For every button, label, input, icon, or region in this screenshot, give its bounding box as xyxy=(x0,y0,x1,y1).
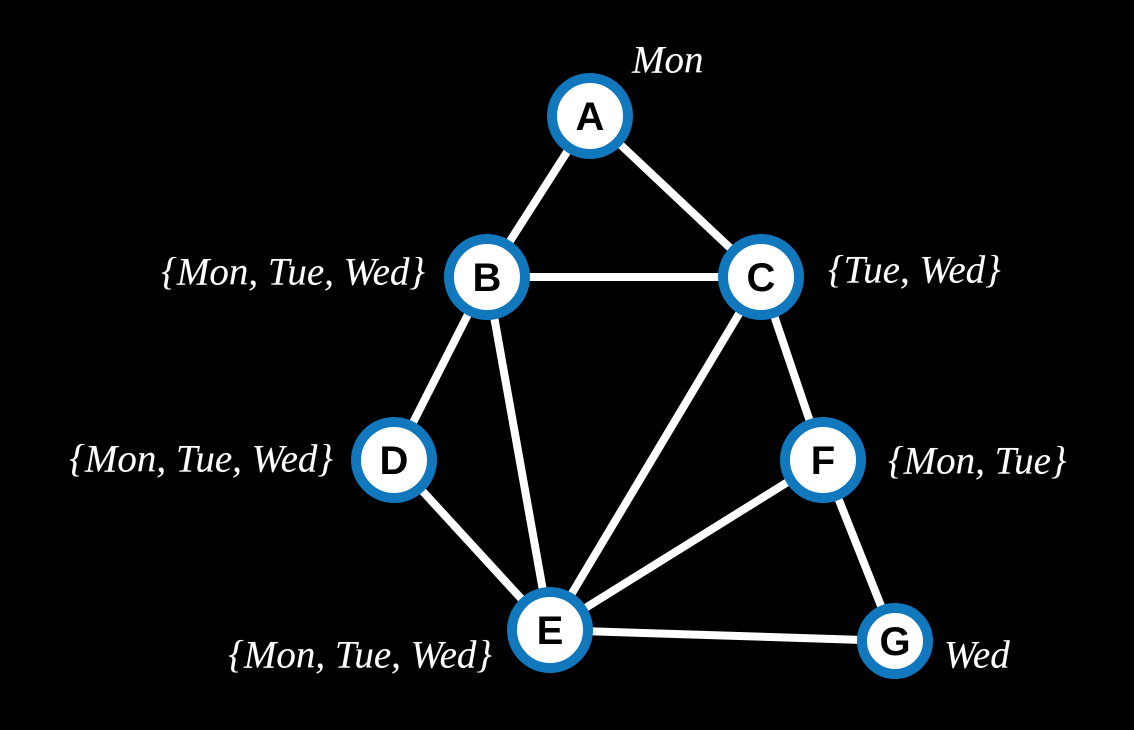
node-f[interactable]: F xyxy=(780,417,866,503)
node-circle-b xyxy=(444,234,530,320)
node-letter-a: A xyxy=(576,95,605,139)
edges-group xyxy=(390,112,899,645)
node-letter-f: F xyxy=(811,439,835,483)
node-d[interactable]: D xyxy=(351,417,437,503)
edge-e-f xyxy=(546,456,827,634)
domain-label-d: {Mon, Tue, Wed} xyxy=(69,437,333,481)
node-circle-d xyxy=(351,417,437,503)
node-b[interactable]: B xyxy=(444,234,530,320)
nodes-group: A B C D E F G xyxy=(351,73,933,679)
node-c[interactable]: C xyxy=(718,234,804,320)
domain-label-e: {Mon, Tue, Wed} xyxy=(228,633,492,677)
node-circle-c xyxy=(718,234,804,320)
node-circle-g xyxy=(857,603,933,679)
domain-label-b: {Mon, Tue, Wed} xyxy=(161,250,425,294)
node-letter-d: D xyxy=(380,439,409,483)
domain-label-g: Wed xyxy=(944,633,1010,677)
node-circle-f xyxy=(780,417,866,503)
node-letter-c: C xyxy=(747,256,776,300)
node-a[interactable]: A xyxy=(547,73,633,159)
edge-b-e xyxy=(483,273,554,634)
node-circle-e xyxy=(507,587,593,673)
node-letter-b: B xyxy=(473,256,502,300)
edge-e-g xyxy=(546,626,899,645)
domain-label-c: {Tue, Wed} xyxy=(828,248,1001,292)
node-e[interactable]: E xyxy=(507,587,593,673)
domain-label-f: {Mon, Tue} xyxy=(888,439,1067,483)
node-g[interactable]: G xyxy=(857,603,933,679)
domain-label-a: Mon xyxy=(632,38,704,82)
edge-c-e xyxy=(546,273,765,634)
node-letter-e: E xyxy=(537,609,564,653)
node-circle-a xyxy=(547,73,633,159)
node-letter-g: G xyxy=(879,620,910,664)
